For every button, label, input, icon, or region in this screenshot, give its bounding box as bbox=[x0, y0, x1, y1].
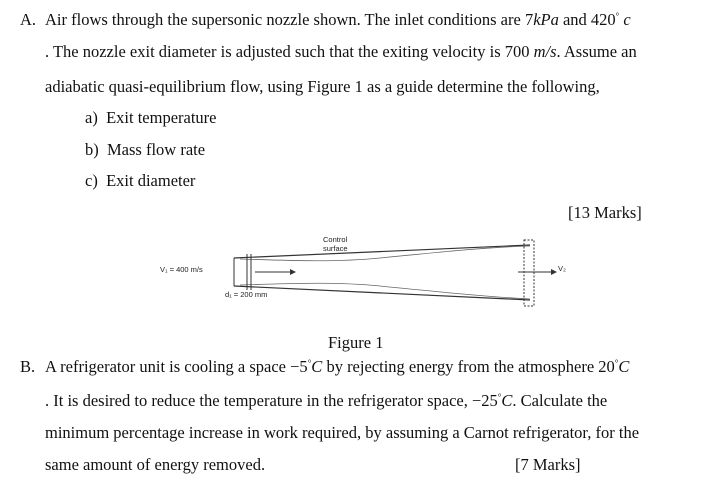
question-a-line-2: . The nozzle exit diameter is adjusted s… bbox=[45, 42, 637, 61]
list-item: a) Exit temperature bbox=[85, 108, 217, 127]
question-a-label: A. bbox=[20, 10, 37, 29]
nozzle-diagram bbox=[233, 239, 557, 307]
list-item: c) Exit diameter bbox=[85, 171, 196, 190]
d1-label: d₁ = 200 mm bbox=[225, 290, 268, 299]
question-b-label: B. bbox=[20, 357, 36, 376]
nozzle-lower-wall bbox=[233, 285, 531, 301]
question-a-line-3: adiabatic quasi-equilibrium flow, using … bbox=[45, 77, 600, 96]
control-surface-label-1: Control bbox=[323, 235, 348, 244]
question-b-line-1: A refrigerator unit is cooling a space −… bbox=[45, 357, 630, 376]
v1-arrowhead bbox=[290, 269, 296, 275]
question-b-line-2: . It is desired to reduce the temperatur… bbox=[45, 391, 608, 410]
v1-label: V₁ = 400 m/s bbox=[160, 265, 203, 274]
v2-label: V₂ bbox=[558, 264, 566, 273]
question-b-line-4: same amount of energy removed. bbox=[45, 455, 266, 474]
question-b-line-3: minimum percentage increase in work requ… bbox=[45, 423, 640, 442]
nozzle-upper-wall bbox=[233, 244, 531, 259]
list-item: b) Mass flow rate bbox=[85, 140, 206, 159]
question-a-marks: [13 Marks] bbox=[568, 203, 642, 222]
v2-arrowhead bbox=[551, 269, 557, 275]
nozzle-upper-contour bbox=[239, 245, 531, 262]
question-b-marks: [7 Marks] bbox=[515, 455, 581, 474]
control-surface-label-2: surface bbox=[323, 244, 348, 253]
figure-caption: Figure 1 bbox=[328, 333, 384, 352]
question-a-line-1: Air flows through the supersonic nozzle … bbox=[45, 10, 631, 29]
control-surface bbox=[523, 239, 535, 307]
nozzle-lower-contour bbox=[239, 282, 531, 300]
